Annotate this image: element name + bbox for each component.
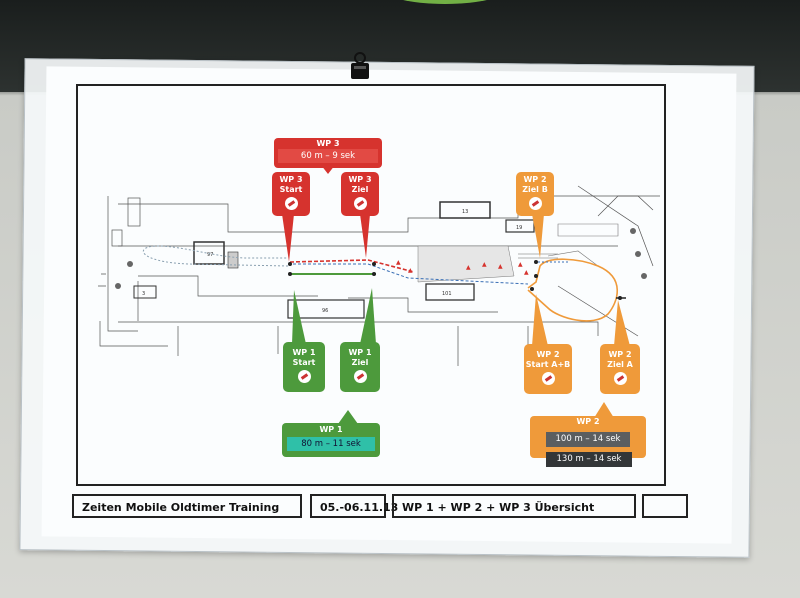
wp2-footer-pointer bbox=[594, 402, 614, 418]
map-frame bbox=[76, 84, 666, 486]
wp2-ziel-a-label: WP 2 bbox=[608, 350, 632, 359]
wp1-footer-value: 80 m – 11 sek bbox=[287, 437, 375, 451]
wp1-ziel-marker: WP 1 Ziel bbox=[340, 342, 380, 392]
building-label: 96 bbox=[322, 308, 328, 314]
car-icon bbox=[284, 197, 298, 210]
wp3-header-box: WP 3 60 m – 9 sek bbox=[274, 138, 382, 168]
footer-empty-cell bbox=[642, 494, 688, 518]
svg-text:▲: ▲ bbox=[408, 267, 413, 274]
wp1-footer-box: WP 1 80 m – 11 sek bbox=[282, 423, 380, 457]
wp3-ziel-sublabel: Ziel bbox=[351, 185, 369, 194]
wp3-start-marker: WP 3 Start bbox=[272, 172, 310, 216]
wp2-value-1: 100 m – 14 sek bbox=[546, 432, 630, 447]
wp3-ziel-marker: WP 3 Ziel bbox=[341, 172, 379, 216]
wp3-ziel-label: WP 3 bbox=[348, 175, 372, 184]
footer-date: 05.-06.11.13 bbox=[310, 494, 398, 518]
car-icon bbox=[541, 372, 555, 385]
wp3-start-sublabel: Start bbox=[279, 185, 303, 194]
wp2-start-label: WP 2 bbox=[536, 350, 560, 359]
wp1-footer-title: WP 1 bbox=[319, 425, 343, 434]
track-wp3 bbox=[289, 259, 415, 273]
wp3-header-title: WP 3 bbox=[316, 139, 340, 148]
svg-text:▲: ▲ bbox=[396, 259, 401, 266]
building-label: 3 bbox=[142, 291, 145, 297]
binder-clip-icon bbox=[351, 52, 369, 79]
building-label: 101 bbox=[442, 291, 452, 297]
track-main-dotted bbox=[288, 263, 529, 285]
site-plan: 97 13 19 98 101 96 3 ▲▲▲ ▲▲▲ bbox=[98, 185, 660, 366]
wp3-ziel-pointer bbox=[360, 214, 370, 258]
building-label: 19 bbox=[516, 225, 522, 231]
svg-text:▲: ▲ bbox=[466, 264, 471, 271]
footer-title: Zeiten Mobile Oldtimer Training bbox=[72, 494, 302, 518]
car-icon bbox=[297, 370, 311, 383]
flag-icon bbox=[353, 197, 367, 210]
wp2-start-marker: WP 2 Start A+B bbox=[524, 344, 572, 394]
flag-icon bbox=[528, 197, 542, 210]
footer-overview: WP 1 + WP 2 + WP 3 Übersicht bbox=[392, 494, 636, 518]
svg-text:▲: ▲ bbox=[518, 261, 523, 268]
wp1-start-sublabel: Start bbox=[292, 358, 316, 367]
wp3-header-pointer bbox=[321, 165, 335, 174]
wp2-ziel-a-marker: WP 2 Ziel A bbox=[600, 344, 640, 394]
green-lamp bbox=[380, 0, 510, 4]
wp1-start-label: WP 1 bbox=[292, 348, 316, 357]
building-label: 97 bbox=[207, 252, 213, 258]
wp2-ziel-b-pointer bbox=[532, 214, 544, 258]
wp2-ziel-b-sublabel: Ziel B bbox=[522, 185, 548, 194]
flag-icon bbox=[613, 372, 627, 385]
wp2-ziel-a-sublabel: Ziel A bbox=[607, 360, 633, 369]
svg-text:▲: ▲ bbox=[482, 261, 487, 268]
wp3-start-label: WP 3 bbox=[279, 175, 303, 184]
building-label: 13 bbox=[462, 209, 468, 215]
wp1-ziel-pointer bbox=[360, 288, 376, 344]
wp1-ziel-sublabel: Ziel bbox=[351, 358, 369, 367]
wp1-footer-pointer bbox=[338, 410, 358, 424]
svg-text:▲: ▲ bbox=[498, 263, 503, 270]
wp2-ziel-b-label: WP 2 bbox=[523, 175, 547, 184]
wp3-start-pointer bbox=[282, 214, 294, 262]
wp1-start-pointer bbox=[292, 290, 306, 344]
wp1-ziel-label: WP 1 bbox=[348, 348, 372, 357]
wp2-value-2: 130 m – 14 sek bbox=[546, 452, 632, 467]
wp2-footer-title: WP 2 bbox=[576, 417, 600, 426]
wp3-header-value: 60 m – 9 sek bbox=[278, 149, 378, 163]
wp1-start-marker: WP 1 Start bbox=[283, 342, 325, 392]
flag-icon bbox=[353, 370, 367, 383]
track-wp2 bbox=[527, 258, 618, 322]
wp2-start-pointer bbox=[532, 294, 548, 346]
track-map: 97 13 19 98 101 96 3 ▲▲▲ ▲▲▲ bbox=[78, 86, 660, 480]
wp2-ziel-b-marker: WP 2 Ziel B bbox=[516, 172, 554, 216]
track-loop-dotted bbox=[142, 245, 289, 267]
wp2-ziel-a-pointer bbox=[614, 300, 630, 346]
wp2-start-sublabel: Start A+B bbox=[525, 360, 571, 369]
svg-text:▲: ▲ bbox=[524, 269, 529, 276]
